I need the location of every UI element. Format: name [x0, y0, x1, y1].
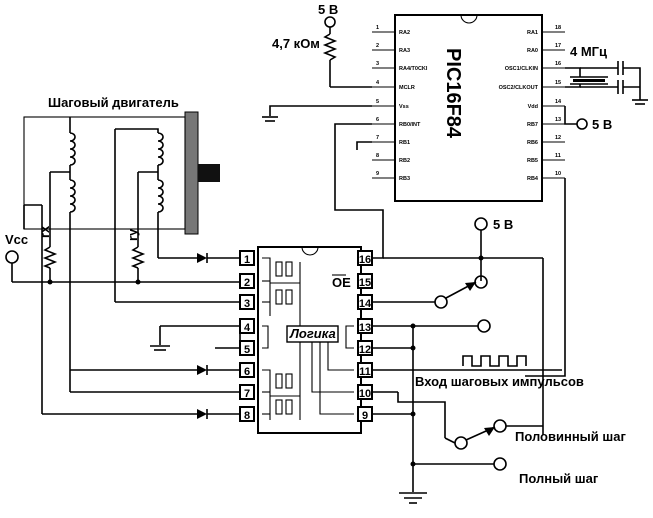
- mcu-left-pins: 1 2 3 4 5 6 7 8 9 RA2 RA3 RA4/T0CKI MCLR…: [372, 25, 428, 182]
- mcu-pin-name: OSC2/CLKOUT: [499, 85, 539, 91]
- mcu-pin-num: 5: [376, 99, 379, 105]
- mode-switch[interactable]: Половинный шаг Полный шаг: [372, 391, 626, 486]
- driver-pin-num: 5: [244, 344, 250, 356]
- mcu-chip: PIC16F84: [394, 14, 543, 202]
- mclr-pullup: 5 В 4,7 кОм: [272, 2, 372, 88]
- mcu-pin-num: 2: [376, 43, 379, 49]
- oe-label: OE: [332, 275, 351, 290]
- switch-oe[interactable]: [372, 281, 477, 309]
- driver-pin-num: 9: [362, 410, 368, 422]
- mcu-pin-name: OSC1/CLKIN: [505, 66, 538, 72]
- mcu-pin-name: RB4: [527, 176, 539, 182]
- supply-label-top: 5 В: [318, 2, 338, 17]
- driver-pin-num: 1: [244, 254, 250, 266]
- mcu-pin-name: Vdd: [528, 104, 538, 110]
- mcu-label: PIC16F84: [442, 48, 464, 139]
- mcu-pin-num: 9: [376, 171, 379, 177]
- mcu-pin-name: RA4/T0CKI: [399, 66, 428, 72]
- mcu-pin-name: RB5: [527, 158, 538, 164]
- mcu-pin-num: 14: [555, 99, 562, 105]
- coil-x: rx: [37, 117, 197, 371]
- mcu-pin-num: 8: [376, 153, 379, 159]
- mcu-pin-name: Vss: [399, 104, 409, 110]
- mcu-pin-name: RB3: [399, 176, 410, 182]
- driver-pin-num: 3: [244, 298, 250, 310]
- mcu-pin-name: RA1: [527, 30, 538, 36]
- driver-pin-num: 14: [359, 298, 372, 310]
- mcu-pin-num: 12: [555, 135, 561, 141]
- driver-ground: [150, 325, 241, 351]
- resistor-label: 4,7 кОм: [272, 36, 320, 51]
- driver-pin-num: 8: [244, 410, 250, 422]
- mcu-pin-num: 11: [555, 153, 561, 159]
- mcu-pin-num: 18: [555, 25, 561, 31]
- vcc-label: Vcc: [5, 232, 28, 247]
- mcu-pin-name: MCLR: [399, 85, 415, 91]
- driver-pin-num: 12: [359, 344, 371, 356]
- driver-supply: 5 В: [383, 217, 544, 435]
- diode-pin1: [197, 253, 240, 263]
- bridge-upper: [262, 257, 301, 326]
- rx-label: rx: [37, 225, 52, 238]
- mcu-pin-name: RB2: [399, 158, 410, 164]
- stepper-motor: Шаговый двигатель: [23, 95, 220, 235]
- pin13-line: [372, 319, 491, 492]
- mcu-pin-num: 7: [376, 135, 379, 141]
- diode-pin8: [197, 409, 240, 419]
- logic-label: Логика: [289, 326, 336, 341]
- crystal-label: 4 МГц: [570, 44, 607, 59]
- vcc-supply: Vcc: [5, 205, 240, 415]
- mcu-pin-num: 16: [555, 61, 561, 67]
- step-input-label: Вход шаговых импульсов: [415, 374, 584, 389]
- half-step-label: Половинный шаг: [515, 429, 626, 444]
- mcu-pin-name: RA2: [399, 30, 410, 36]
- mcu-right-pins: 18 17 16 15 14 13 12 11 10 RA1 RA0 OSC1/…: [499, 25, 565, 182]
- vss-ground: [262, 105, 372, 122]
- coil-y: ry: [114, 128, 240, 303]
- driver-pin-num: 4: [244, 322, 251, 334]
- mcu-pin-num: 17: [555, 43, 561, 49]
- driver-pin-num: 13: [359, 322, 371, 334]
- vdd-supply: 5 В: [564, 106, 612, 132]
- supply-label-right: 5 В: [592, 117, 612, 132]
- driver-pin-num: 6: [244, 366, 250, 378]
- mcu-pin-num: 6: [376, 117, 379, 123]
- bridge-lower: [262, 342, 301, 420]
- diode-pin6: [197, 365, 240, 375]
- supply-label-driver: 5 В: [493, 217, 513, 232]
- driver-pin-num: 15: [359, 277, 371, 289]
- mcu-pin-num: 13: [555, 117, 561, 123]
- mcu-pin-num: 3: [376, 61, 379, 67]
- main-ground: [399, 492, 427, 504]
- driver-pin-num: 10: [359, 388, 371, 400]
- mcu-driver-links: [334, 123, 566, 377]
- mcu-pin-name: RB6: [527, 140, 538, 146]
- driver-pin-num: 7: [244, 388, 250, 400]
- mcu-pin-name: RA0: [527, 48, 538, 54]
- crystal-oscillator: 4 МГц: [565, 44, 648, 105]
- full-step-label: Полный шаг: [519, 471, 599, 486]
- mcu-pin-num: 10: [555, 171, 561, 177]
- mcu-pin-name: RB0/INT: [399, 122, 421, 128]
- driver-chip: 1 2 3 4 5 6 7 8 16 15 14 13 12 11 10 9 Л…: [239, 246, 373, 434]
- mcu-pin-name: RA3: [399, 48, 410, 54]
- mcu-pin-name: RB1: [399, 140, 410, 146]
- driver-pin-num: 11: [359, 366, 371, 378]
- mcu-pin-num: 15: [555, 80, 561, 86]
- mcu-pin-num: 1: [376, 25, 379, 31]
- mcu-pin-num: 4: [376, 80, 380, 86]
- driver-pin-num: 16: [359, 254, 371, 266]
- mcu-pin-name: RB7: [527, 122, 538, 128]
- step-input: Вход шаговых импульсов: [372, 355, 584, 389]
- ry-label: ry: [125, 228, 140, 241]
- driver-pin-num: 2: [244, 277, 250, 289]
- motor-label: Шаговый двигатель: [48, 95, 179, 110]
